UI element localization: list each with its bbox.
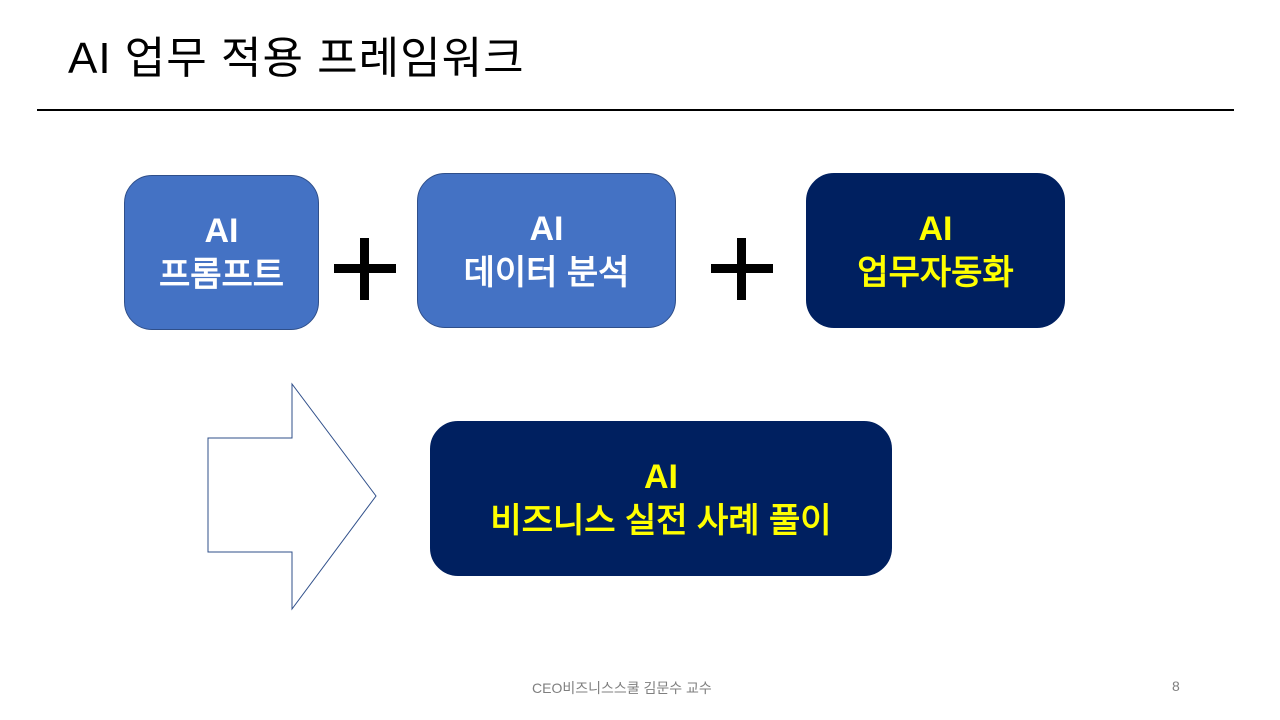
- plus-icon: [711, 238, 773, 300]
- box-label-line2: 업무자동화: [857, 253, 1014, 292]
- box-label-line1: AI: [529, 209, 564, 248]
- box-label-line2: 비즈니스 실전 사례 풀이: [490, 501, 832, 540]
- box-label-line1: AI: [204, 211, 239, 250]
- right-arrow-icon: [207, 382, 377, 611]
- slide-title: AI 업무 적용 프레임워크: [68, 34, 525, 83]
- box-ai-automation: AI 업무자동화: [806, 173, 1065, 328]
- box-ai-data-analysis: AI 데이터 분석: [417, 173, 676, 328]
- box-label-line1: AI: [918, 209, 953, 248]
- box-label-line2: 데이터 분석: [463, 253, 630, 292]
- page-number: 8: [1172, 678, 1180, 694]
- plus-icon: [334, 238, 396, 300]
- box-ai-business-cases: AI 비즈니스 실전 사례 풀이: [430, 421, 892, 576]
- box-ai-prompt: AI 프롬프트: [124, 175, 319, 330]
- title-divider: [37, 109, 1234, 111]
- footer-text: CEO비즈니스스쿨 김문수 교수: [532, 680, 712, 696]
- box-label-line2: 프롬프트: [158, 255, 285, 294]
- box-label-line1: AI: [644, 457, 678, 496]
